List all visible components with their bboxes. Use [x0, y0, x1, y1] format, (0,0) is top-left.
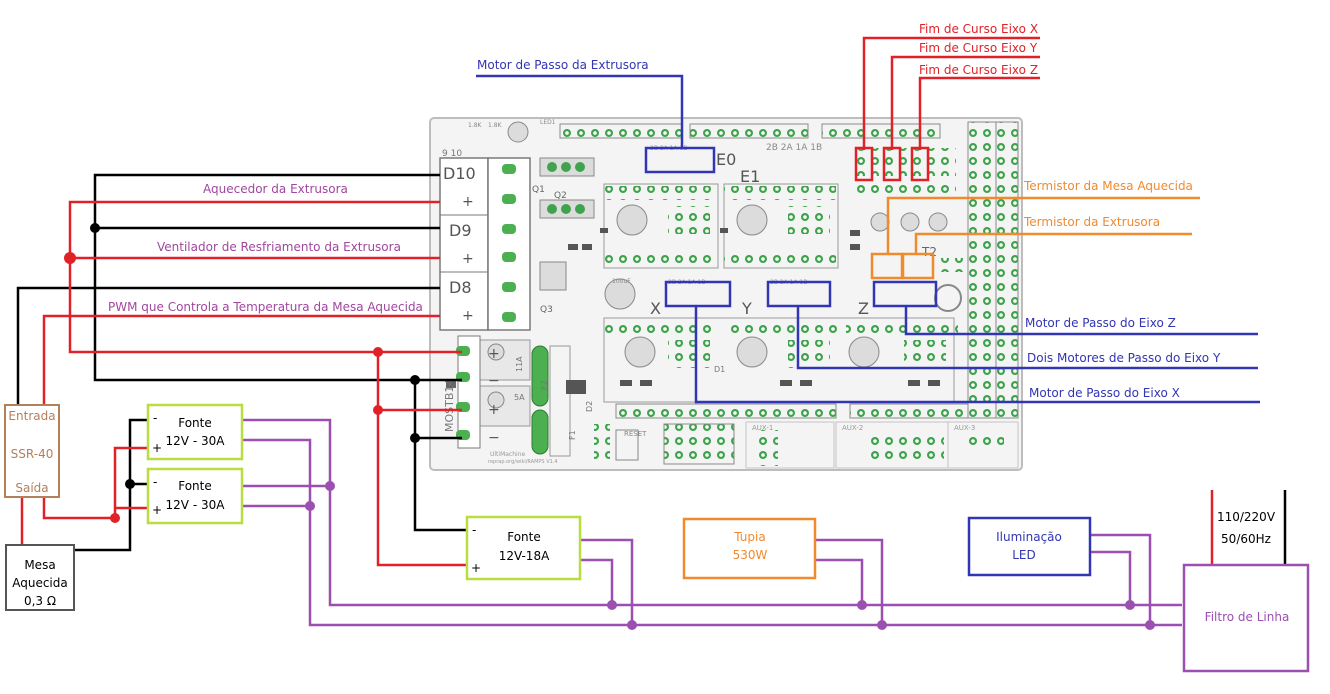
label-thermistor-extruder: Termistor da Extrusora: [1023, 215, 1160, 229]
silk-fuse-5a: 5A: [514, 393, 525, 402]
label-motor-z: Motor de Passo do Eixo Z: [1025, 316, 1176, 330]
motor-wires: [476, 74, 1260, 404]
psu3-rating: 12V-18A: [499, 549, 550, 563]
psu3-title: Fonte: [507, 530, 541, 544]
ramps-board: D10 + D9 + D8 + 9 10 + − + − MOSTB14 E0 …: [429, 117, 1023, 471]
silk-pins-e1: 2B 2A 1A 1B: [766, 143, 822, 153]
label-motor-extruder: Motor de Passo da Extrusora: [477, 58, 649, 72]
label-heater-extruder: Aquecedor da Extrusora: [203, 182, 348, 196]
psu2-rating: 12V - 30A: [166, 498, 226, 512]
psu3-minus: -: [472, 523, 476, 537]
label-thermistor-bed: Termistor da Mesa Aquecida: [1023, 179, 1193, 193]
router-tool: Tupia 530W: [682, 517, 817, 580]
lighting-line2: LED: [1012, 548, 1036, 562]
silk-fuse-11a: 11A: [515, 356, 524, 372]
ssr-input-label: Entrada: [8, 409, 55, 423]
silk-z: Z: [858, 299, 869, 318]
silk-x: X: [650, 299, 661, 318]
thermistor-wires: [870, 196, 1200, 280]
silk-f2: F2: [540, 380, 549, 390]
silk-t2: T2: [921, 245, 937, 259]
black-junctions: [90, 223, 420, 489]
heated-bed: Mesa Aquecida 0,3 Ω: [5, 544, 75, 611]
power-minus-1: −: [488, 373, 500, 389]
silk-e1: E1: [740, 167, 760, 186]
mains-wires: [242, 418, 1182, 627]
silk-e0: E0: [716, 150, 736, 169]
psu1-title: Fonte: [178, 416, 212, 430]
router-line2: 530W: [733, 548, 768, 562]
silk-f1: F1: [568, 430, 577, 440]
label-endstop-z: Fim de Curso Eixo Z: [919, 63, 1038, 77]
endstop-connectors: [854, 146, 930, 182]
power-supply-3: - + Fonte 12V-18A: [465, 515, 582, 581]
black-wires: [16, 173, 1287, 565]
mains-junctions: [305, 481, 1155, 630]
silk-d1: D1: [714, 365, 725, 374]
bed-line1: Mesa: [24, 558, 55, 572]
router-line1: Tupia: [733, 530, 765, 544]
terminal-d9-plus: +: [462, 251, 474, 267]
red-junctions: [64, 252, 383, 523]
psu2-title: Fonte: [178, 479, 212, 493]
ssr-name: SSR-40: [11, 447, 54, 461]
power-minus-2: −: [488, 430, 500, 446]
power-supply-1: - + Fonte 12V - 30A: [146, 403, 244, 461]
power-plus-2: +: [488, 402, 500, 418]
terminal-d10-plus: +: [462, 194, 474, 210]
label-pwm-bed: PWM que Controla a Temperatura da Mesa A…: [108, 300, 423, 314]
silk-y: Y: [741, 299, 752, 318]
filter-label: Filtro de Linha: [1205, 610, 1290, 624]
mains-line1: 110/220V: [1217, 510, 1276, 524]
red-wires: [20, 36, 1214, 567]
led-lighting: Iluminação LED: [967, 516, 1092, 577]
psu1-rating: 12V - 30A: [166, 434, 226, 448]
label-fan-extruder: Ventilador de Resfriamento da Extrusora: [157, 240, 401, 254]
line-filter: Filtro de Linha: [1182, 563, 1310, 673]
psu2-plus: +: [152, 503, 162, 517]
mosfet-header-label: 9 10: [442, 149, 462, 159]
lighting-line1: Iluminação: [996, 530, 1062, 544]
terminal-d10-label: D10: [443, 164, 476, 183]
label-endstop-x: Fim de Curso Eixo X: [919, 22, 1038, 36]
silk-aux1: AUX-1: [752, 424, 773, 432]
ssr-relay: Entrada SSR-40 Saída: [4, 404, 60, 498]
bed-line2: Aquecida: [12, 576, 68, 590]
power-supply-2: - + Fonte 12V - 30A: [146, 467, 244, 525]
terminal-d9-label: D9: [449, 221, 472, 240]
silk-d2: D2: [585, 401, 594, 412]
terminal-d8-label: D8: [449, 278, 472, 297]
silk-q2: Q2: [554, 191, 567, 201]
silk-q1: Q1: [532, 185, 545, 195]
silk-r1k8-a: 1.8K: [468, 122, 483, 129]
silk-aux2: AUX-2: [842, 424, 863, 432]
power-plus-1: +: [488, 346, 500, 362]
mains-line2: 50/60Hz: [1221, 532, 1271, 546]
label-motor-y: Dois Motores de Passo do Eixo Y: [1027, 351, 1221, 365]
power-header-label: MOSTB14: [443, 379, 456, 432]
silk-cap-100uf: 100uF: [612, 278, 631, 285]
bed-line3: 0,3 Ω: [24, 594, 56, 608]
ssr-output-label: Saída: [15, 481, 48, 495]
label-motor-x: Motor de Passo do Eixo X: [1029, 386, 1180, 400]
silk-url: reprap.org/wiki/RAMPS V1.4: [488, 459, 558, 465]
silk-aux3: AUX-3: [954, 424, 975, 432]
silk-led1: LED1: [540, 119, 556, 126]
silk-q3: Q3: [540, 305, 553, 315]
label-endstop-y: Fim de Curso Eixo Y: [919, 41, 1038, 55]
psu1-plus: +: [152, 441, 162, 455]
psu1-minus: -: [153, 411, 157, 425]
silk-reset: RESET: [624, 430, 647, 438]
mains-input: 110/220V 50/60Hz: [1217, 510, 1276, 546]
silk-ultimachine: UltiMachine: [490, 451, 526, 458]
terminal-d8-plus: +: [462, 308, 474, 324]
silk-r1k8-b: 1.8K: [488, 122, 503, 129]
psu3-plus: +: [471, 561, 481, 575]
signal-labels: Motor de Passo da Extrusora Fim de Curso…: [108, 22, 1221, 400]
psu2-minus: -: [153, 475, 157, 489]
